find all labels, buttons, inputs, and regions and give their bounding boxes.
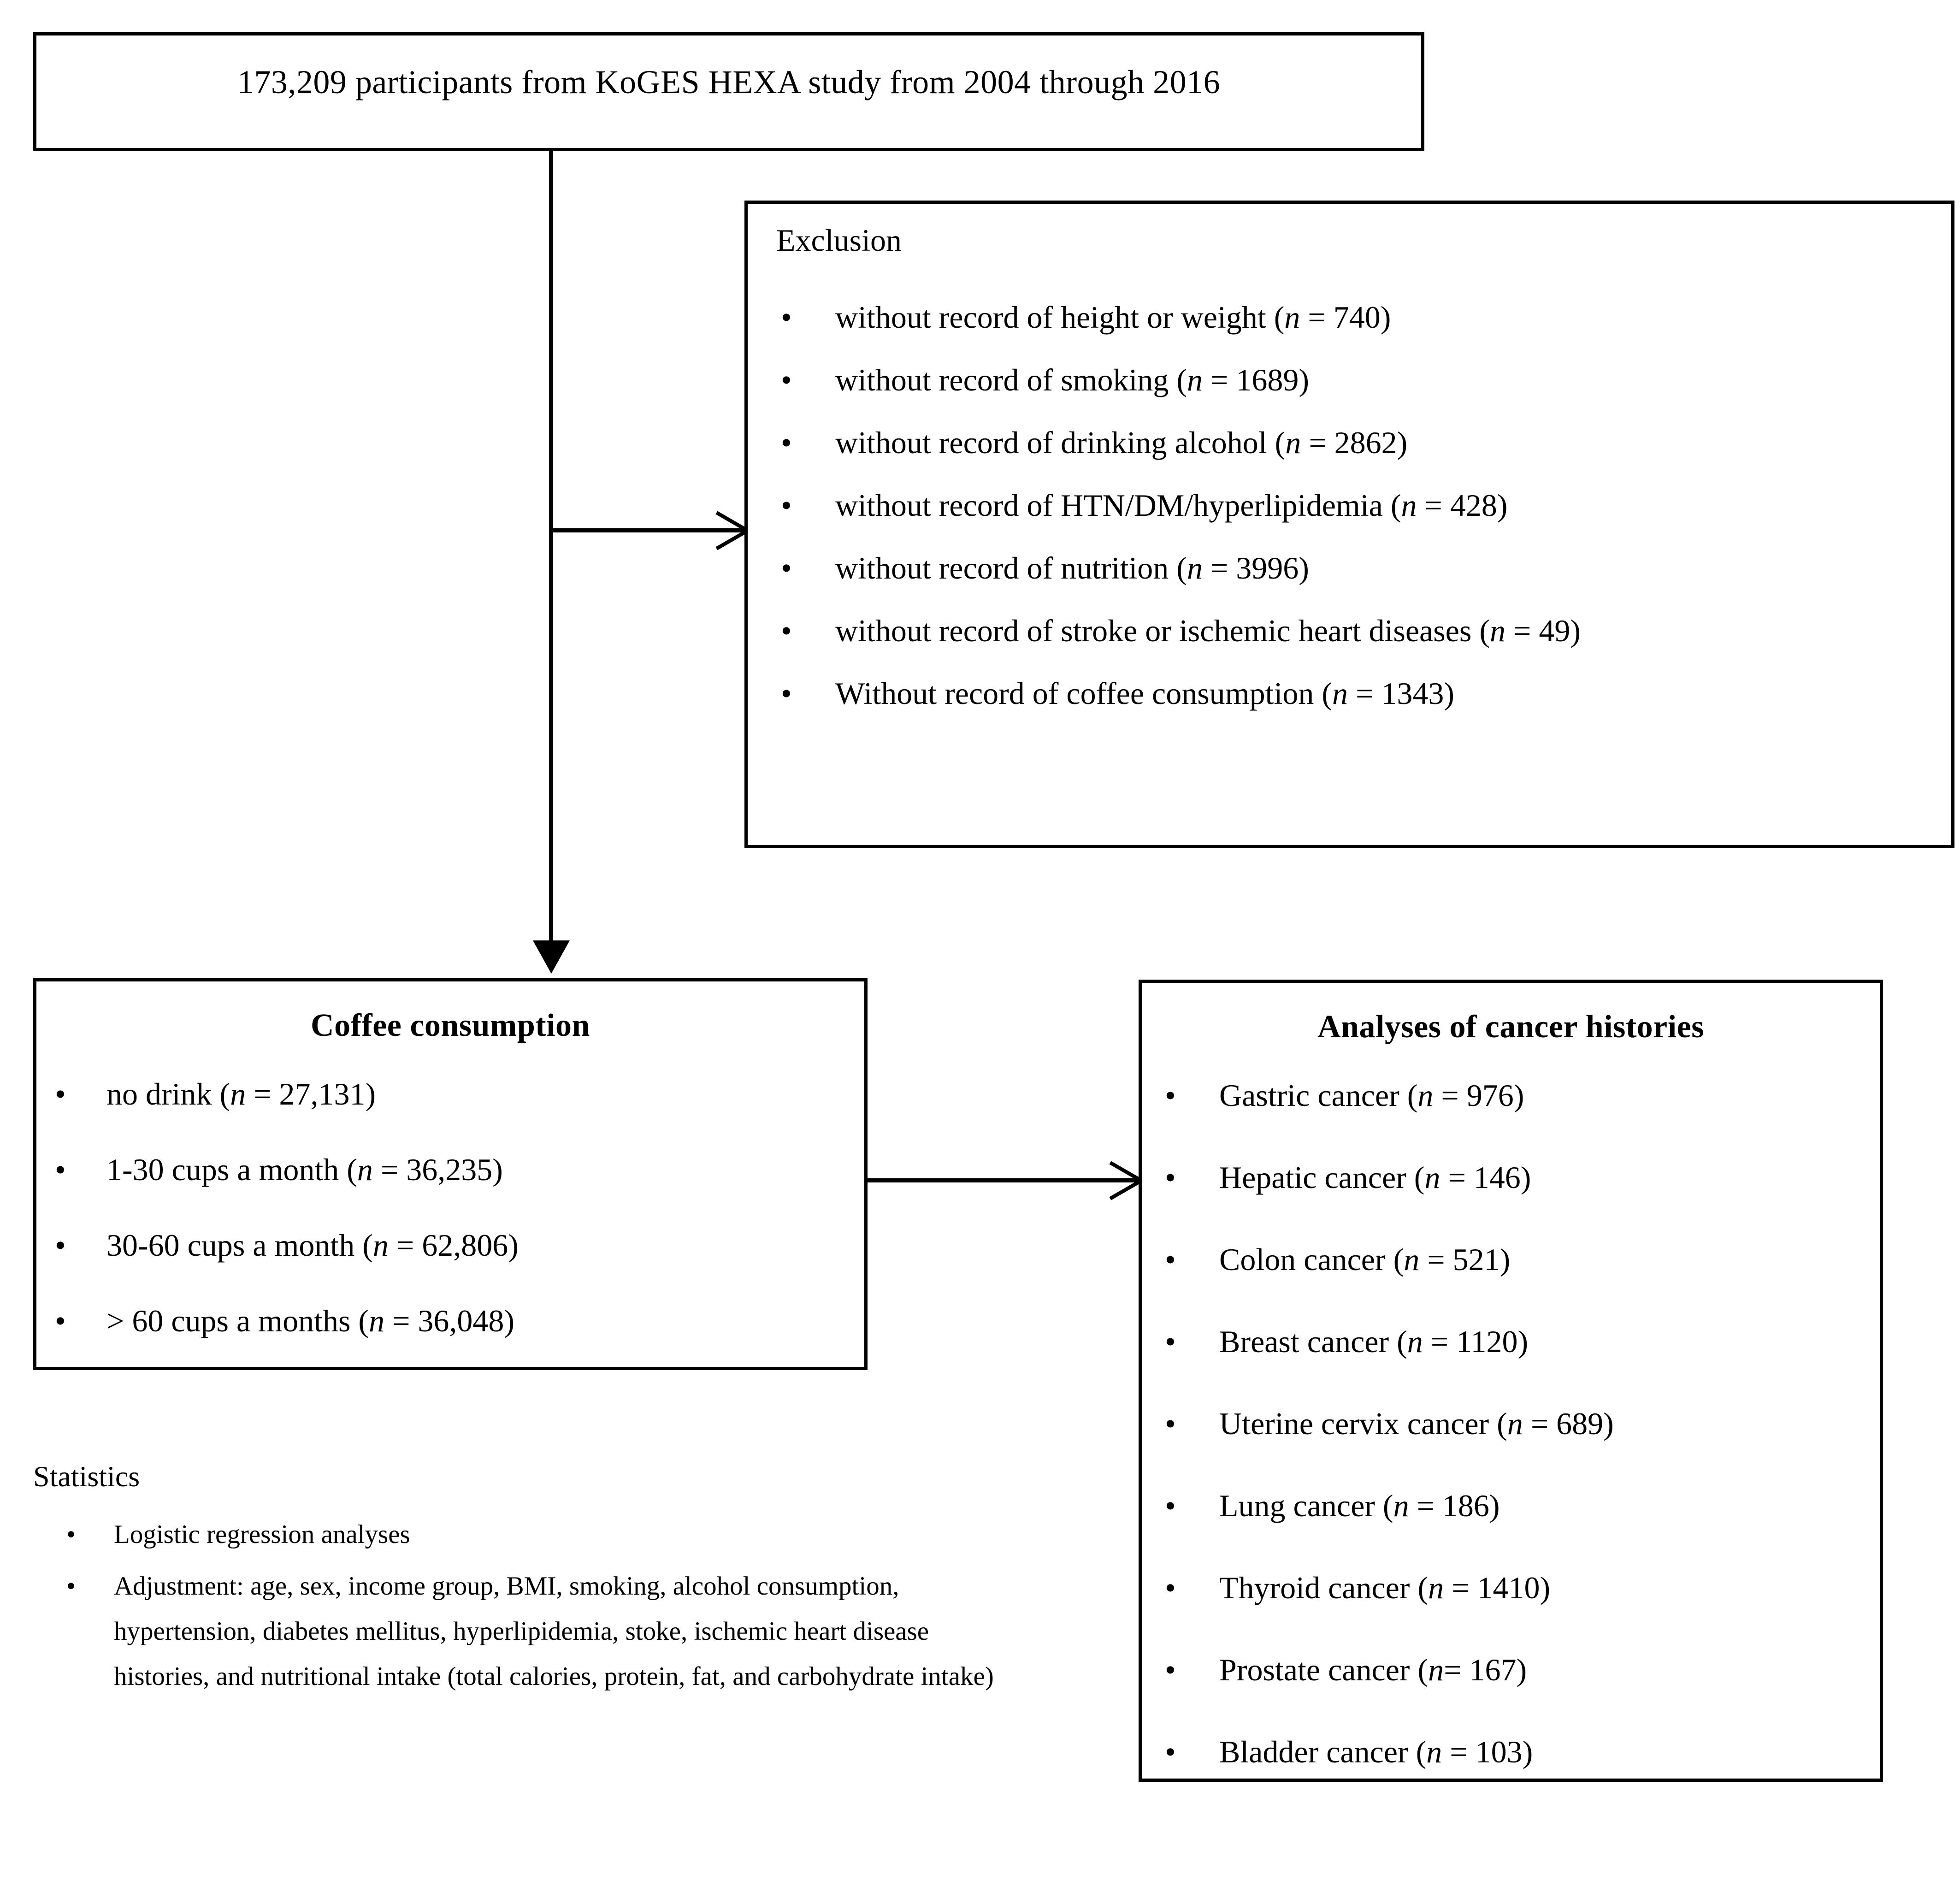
cancer-item-text: Colon cancer (n = 521) (1219, 1242, 1511, 1277)
list-item: • without record of HTN/DM/hyperlipidemi… (781, 490, 1924, 552)
top-cohort-text: 173,209 participants from KoGES HEXA stu… (237, 64, 1221, 100)
bullet-icon: • (781, 488, 792, 523)
coffee-consumption-box: Coffee consumption • no drink (n = 27,13… (33, 978, 868, 1370)
coffee-item-text: 30-60 cups a month (n = 62,806) (106, 1228, 519, 1263)
cancer-analyses-box: Analyses of cancer histories • Gastric c… (1139, 980, 1883, 1782)
coffee-item-text: no drink (n = 27,131) (106, 1076, 376, 1111)
list-item: • Gastric cancer (n = 976) (1165, 1080, 1866, 1162)
cancer-item-text: Bladder cancer (n = 103) (1219, 1734, 1533, 1769)
bullet-icon: • (781, 613, 792, 648)
cancer-item-text: Thyroid cancer (n = 1410) (1219, 1570, 1551, 1605)
exclusion-item-text: without record of stroke or ischemic hea… (835, 613, 1581, 648)
exclusion-item-text: without record of HTN/DM/hyperlipidemia … (835, 488, 1508, 523)
bullet-icon: • (66, 1520, 76, 1549)
list-item: • without record of height or weight (n … (781, 301, 1924, 364)
exclusion-item-text: without record of smoking (n = 1689) (835, 362, 1309, 397)
bullet-icon: • (1165, 1570, 1176, 1605)
list-item: • Hepatic cancer (n = 146) (1165, 1162, 1866, 1244)
arrowhead-down-to-coffee (533, 940, 570, 974)
exclusion-item-text: without record of nutrition (n = 3996) (835, 550, 1309, 585)
exclusion-item-text: without record of drinking alcohol (n = … (835, 425, 1408, 460)
coffee-item-text: 1-30 cups a month (n = 36,235) (106, 1152, 503, 1187)
list-item: • Breast cancer (n = 1120) (1165, 1326, 1866, 1408)
statistics-heading: Statistics (33, 1460, 140, 1493)
list-item: • Adjustment: age, sex, income group, BM… (33, 1564, 1024, 1699)
connector-branch-to-exclusion (549, 528, 754, 532)
list-item: • no drink (n = 27,131) (55, 1078, 848, 1154)
bullet-icon: • (1165, 1652, 1176, 1687)
cancer-item-text: Breast cancer (n = 1120) (1219, 1324, 1529, 1359)
connector-trunk-vertical (549, 151, 553, 940)
list-item: • Without record of coffee consumption (… (781, 678, 1924, 740)
bullet-icon: • (781, 300, 792, 335)
bullet-icon: • (55, 1152, 66, 1187)
exclusion-box: Exclusion • without record of height or … (744, 201, 1954, 848)
list-item: • Lung cancer (n = 186) (1165, 1490, 1866, 1572)
exclusion-list: • without record of height or weight (n … (781, 301, 1924, 740)
bullet-icon: • (55, 1076, 66, 1111)
bullet-icon: • (781, 676, 792, 711)
cancer-item-text: Prostate cancer (n= 167) (1219, 1652, 1527, 1687)
list-item: • Thyroid cancer (n = 1410) (1165, 1572, 1866, 1654)
bullet-icon: • (1165, 1078, 1176, 1113)
top-cohort-box: 173,209 participants from KoGES HEXA stu… (33, 32, 1424, 151)
statistics-item-text: Logistic regression analyses (114, 1520, 410, 1549)
bullet-icon: • (1165, 1488, 1176, 1523)
exclusion-item-text: Without record of coffee consumption (n … (835, 676, 1455, 711)
list-item: • 1-30 cups a month (n = 36,235) (55, 1154, 848, 1229)
list-item: • Prostate cancer (n= 167) (1165, 1654, 1866, 1736)
bullet-icon: • (781, 362, 792, 397)
bullet-icon: • (781, 550, 792, 585)
cancer-item-text: Lung cancer (n = 186) (1219, 1488, 1500, 1523)
coffee-list: • no drink (n = 27,131) • 1-30 cups a mo… (55, 1078, 848, 1381)
list-item: • Logistic regression analyses (33, 1512, 1024, 1557)
list-item: • 30-60 cups a month (n = 62,806) (55, 1229, 848, 1305)
bullet-icon: • (66, 1572, 76, 1601)
bullet-icon: • (1165, 1406, 1176, 1441)
cancer-list: • Gastric cancer (n = 976) • Hepatic can… (1165, 1080, 1866, 1818)
cancer-item-text: Hepatic cancer (n = 146) (1219, 1160, 1531, 1195)
list-item: • without record of nutrition (n = 3996) (781, 552, 1924, 615)
bullet-icon: • (55, 1228, 66, 1263)
bullet-icon: • (1165, 1734, 1176, 1769)
cancer-item-text: Uterine cervix cancer (n = 689) (1219, 1406, 1614, 1441)
coffee-item-text: > 60 cups a months (n = 36,048) (106, 1303, 515, 1338)
list-item: • Uterine cervix cancer (n = 689) (1165, 1408, 1866, 1490)
cancer-box-title: Analyses of cancer histories (1317, 1009, 1704, 1045)
list-item: • without record of drinking alcohol (n … (781, 427, 1924, 490)
list-item: • without record of smoking (n = 1689) (781, 364, 1924, 427)
bullet-icon: • (1165, 1242, 1176, 1277)
list-item: • > 60 cups a months (n = 36,048) (55, 1305, 848, 1381)
cancer-item-text: Gastric cancer (n = 976) (1219, 1078, 1524, 1113)
list-item: • without record of stroke or ischemic h… (781, 615, 1924, 678)
connector-coffee-to-cancer (868, 1178, 1144, 1182)
bullet-icon: • (781, 425, 792, 460)
bullet-icon: • (1165, 1160, 1176, 1195)
statistics-item-text: Adjustment: age, sex, income group, BMI,… (114, 1572, 994, 1691)
coffee-box-title: Coffee consumption (311, 1008, 590, 1043)
exclusion-item-text: without record of height or weight (n = … (835, 300, 1391, 335)
statistics-section: Statistics • Logistic regression analyse… (33, 1460, 1024, 1706)
bullet-icon: • (1165, 1324, 1176, 1359)
list-item: • Bladder cancer (n = 103) (1165, 1736, 1866, 1818)
exclusion-heading: Exclusion (776, 223, 902, 258)
bullet-icon: • (55, 1303, 66, 1338)
list-item: • Colon cancer (n = 521) (1165, 1244, 1866, 1326)
statistics-list: • Logistic regression analyses • Adjustm… (33, 1512, 1024, 1699)
